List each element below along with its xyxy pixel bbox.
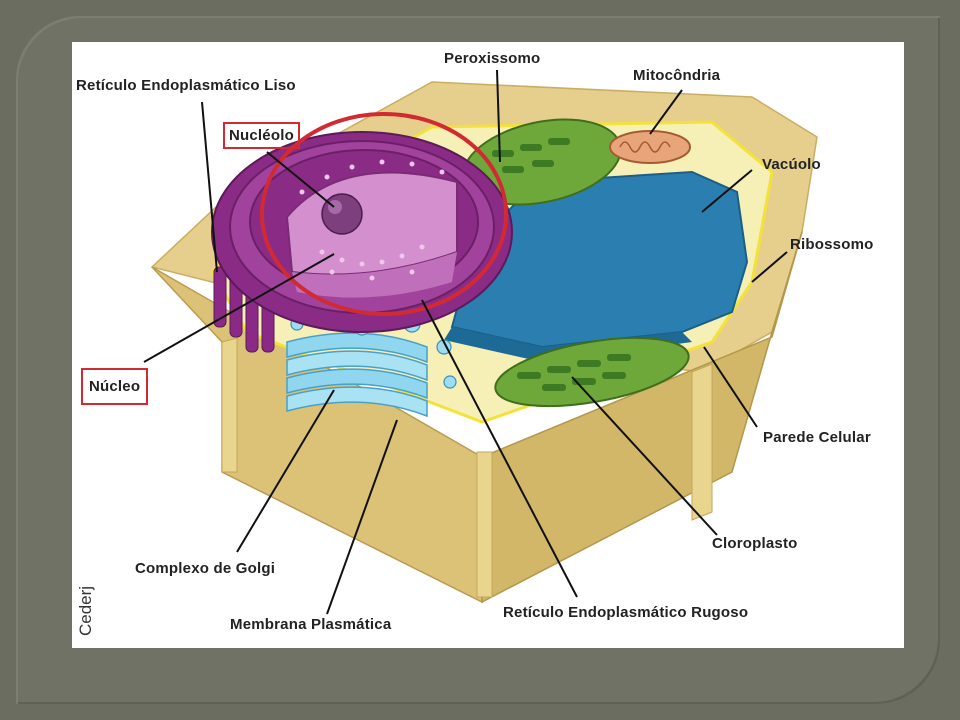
- label-rough-er: Retículo Endoplasmático Rugoso: [503, 604, 749, 621]
- label-nucleus: Núcleo: [81, 368, 149, 405]
- label-cell-wall: Parede Celular: [763, 429, 871, 446]
- image-credit: Cederj: [76, 585, 95, 636]
- label-nucleolus: Nucléolo: [223, 122, 300, 149]
- label-mitochondrion: Mitocôndria: [633, 67, 721, 84]
- plant-cell-illustration: [143, 69, 818, 615]
- cell-wall-right: [481, 231, 803, 604]
- cell-diagram-panel: Retículo Endoplasmático Liso Nucléolo Pe…: [72, 42, 904, 648]
- label-smooth-er: Retículo Endoplasmático Liso: [76, 77, 296, 94]
- label-chloroplast: Cloroplasto: [712, 535, 798, 552]
- nucleus-rough-er: [211, 131, 513, 333]
- label-peroxisome: Peroxissomo: [444, 50, 541, 67]
- nucleus-highlight-circle: [260, 112, 508, 316]
- label-vacuole: Vacúolo: [762, 156, 821, 173]
- label-golgi: Complexo de Golgi: [135, 560, 276, 577]
- label-ribosome: Ribossomo: [790, 236, 874, 253]
- label-plasma-membrane: Membrana Plasmática: [230, 616, 392, 633]
- nucleolus-body: [321, 193, 363, 235]
- golgi-apparatus: [286, 332, 428, 418]
